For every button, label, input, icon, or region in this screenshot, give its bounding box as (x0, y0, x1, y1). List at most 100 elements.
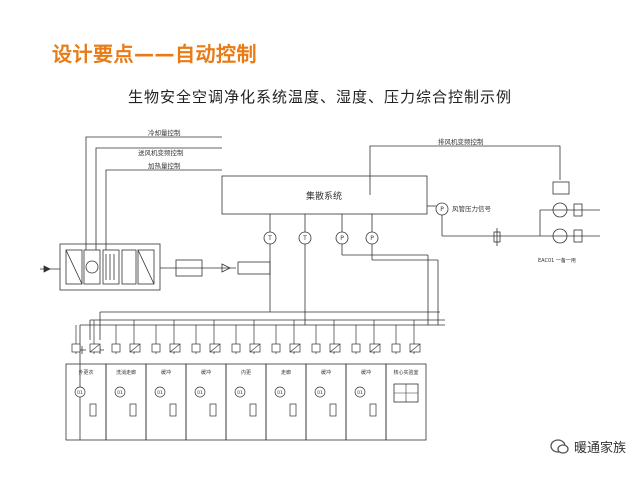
watermark: 暖通家族 (550, 437, 626, 456)
heating-label: 加热量控制 (148, 161, 181, 170)
supply-valve (351, 343, 361, 353)
dcs-sensors: T T P P P (263, 202, 449, 245)
room-code: 01 (357, 390, 363, 396)
sensor-label-1: T (267, 235, 272, 242)
room-name: 走廊 (281, 369, 291, 376)
valve-diagonal (329, 343, 341, 353)
exhaust-freq-label: 排风机变频控制 (438, 137, 484, 146)
supply-damper (175, 259, 203, 277)
room-terminal (369, 403, 377, 417)
room-code: 01 (197, 390, 203, 396)
duct-pressure-label: 风管压力信号 (452, 204, 492, 213)
supply-valve (71, 343, 81, 353)
room-7: 缓冲 01 (305, 320, 347, 441)
heating-signal-line (105, 169, 222, 250)
valve-diagonal (169, 343, 181, 353)
room-pressure-sensor (74, 386, 86, 398)
diagram-title: 生物安全空调净化系统温度、湿度、压力综合控制示例 (127, 88, 512, 106)
exhaust-fan-vfd (552, 181, 570, 195)
exhaust-fan-2 (552, 228, 568, 244)
sensor-label-5: P (440, 206, 444, 213)
temperature-sensor-1 (263, 231, 277, 245)
ahu-fan (85, 260, 99, 274)
room-name: 内更 (241, 369, 251, 376)
sensor-label-3: P (340, 235, 344, 242)
fan-freq-label: 送风机变频控制 (138, 148, 184, 157)
supply-valve (391, 343, 401, 353)
exhaust-signal-line (369, 145, 561, 195)
room-terminal (89, 403, 97, 417)
sensor-label-4: P (370, 235, 374, 242)
temperature-sensor-2 (298, 231, 312, 245)
room-code: 01 (77, 390, 83, 396)
room-code: 01 (277, 390, 283, 396)
watermark-text: 暖通家族 (573, 441, 626, 456)
room-pressure-sensor (194, 386, 206, 398)
room-6: 走廊 01 (265, 320, 307, 441)
room-terminal (329, 403, 337, 417)
room-name: 缓冲 (361, 369, 371, 376)
room-name: 核心实验室 (393, 369, 418, 376)
room-8: 缓冲 01 (345, 320, 387, 441)
exhaust-fan-1 (552, 202, 568, 218)
room-name: 缓冲 (321, 369, 331, 376)
duct-pressure-sensor (435, 202, 449, 216)
slide-title: 设计要点——自动控制 (52, 42, 257, 66)
room-terminal (209, 403, 217, 417)
valve-diagonal (409, 343, 421, 353)
sensor-label-2: T (302, 235, 307, 242)
fan-signal-line (95, 147, 222, 250)
exhaust-note-label: EAC01 一备一用 (538, 257, 576, 264)
supply-valve (191, 343, 201, 353)
supply-valve (271, 343, 281, 353)
room-pressure-sensor (234, 386, 246, 398)
room-4: 缓冲 01 (185, 320, 227, 441)
ahu-heater-section (102, 249, 120, 285)
rooms-group: 外更衣 01 洗消走廊 01 缓冲 01 缓冲 01 内更 01 走廊 01 缓冲 01 缓冲 01 核心实验室 (65, 320, 427, 441)
valve-diagonal (289, 343, 301, 353)
ahu-filter-section (65, 249, 83, 285)
supply-valve (151, 343, 161, 353)
pressure-sensor-2 (365, 231, 379, 245)
supply-valve (111, 343, 121, 353)
room-name: 洗消走廊 (116, 369, 136, 376)
cooling-signal-line (85, 136, 222, 250)
room-5: 内更 01 (225, 320, 267, 441)
supply-valve (311, 343, 321, 353)
ahu-coil-section (83, 249, 101, 285)
ahu-casing (59, 243, 161, 291)
room-9: 核心实验室 (385, 320, 427, 441)
valve-diagonal (129, 343, 141, 353)
room-code: 01 (317, 390, 323, 396)
room-3: 缓冲 01 (145, 320, 187, 441)
room-terminal (129, 403, 137, 417)
supply-valve (231, 343, 241, 353)
room-pressure-sensor (154, 386, 166, 398)
room-pressure-sensor (314, 386, 326, 398)
dcs-box (221, 175, 428, 215)
ahu-humidifier-section (121, 249, 137, 285)
pressure-sensor-1 (335, 231, 349, 245)
room-pressure-sensor (354, 386, 366, 398)
room-code: 01 (157, 390, 163, 396)
room-pressure-sensor (274, 386, 286, 398)
valve-diagonal (89, 343, 101, 353)
cooling-label: 冷却量控制 (148, 128, 181, 137)
valve-diagonal (369, 343, 381, 353)
valve-diagonal (249, 343, 261, 353)
wechat-icon (550, 438, 569, 454)
room-terminal (249, 403, 257, 417)
room-name: 外更衣 (78, 369, 93, 376)
room-code: 01 (237, 390, 243, 396)
dcs-label: 集散系统 (306, 190, 342, 202)
room-terminal (169, 403, 177, 417)
room-terminal (289, 403, 297, 417)
room-code: 01 (117, 390, 123, 396)
room-pressure-sensor (114, 386, 126, 398)
room-name: 缓冲 (161, 369, 171, 376)
room-2: 洗消走廊 01 (105, 320, 147, 441)
valve-diagonal (209, 343, 221, 353)
room-outline (385, 363, 427, 441)
room-name: 缓冲 (201, 369, 211, 376)
